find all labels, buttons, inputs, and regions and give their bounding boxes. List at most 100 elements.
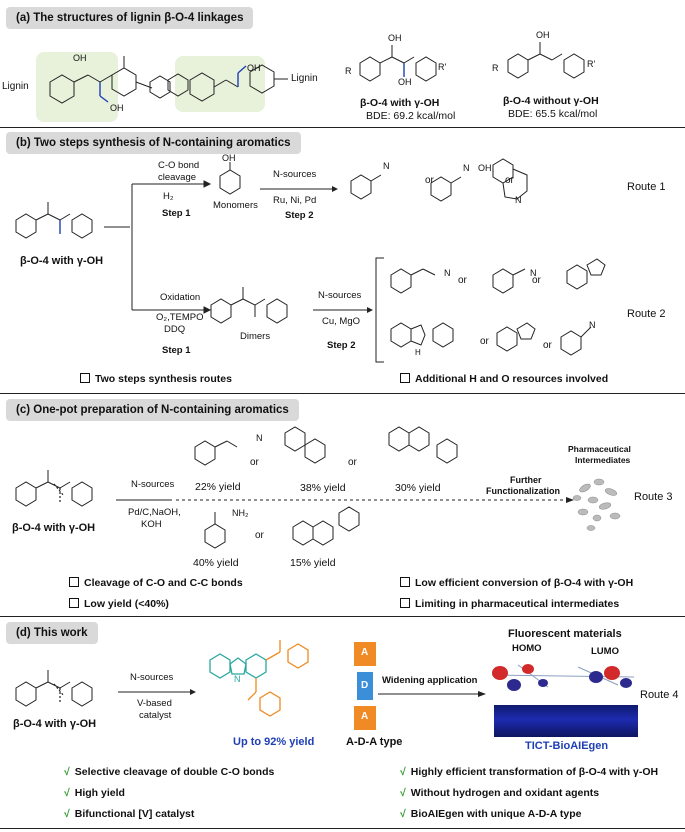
- section-d-check-4: √Highly efficient transformation of β-O-…: [400, 766, 659, 778]
- check-mark-icon: √: [64, 787, 70, 799]
- ada-donor-label: D: [361, 680, 369, 691]
- or-c-1: or: [250, 457, 259, 468]
- ada-acceptor-bottom: [354, 706, 376, 730]
- divider-a-b: [0, 127, 685, 128]
- beta-o4-with-oh-structure: [359, 45, 437, 82]
- section-d-catalyst-1: V-based: [137, 698, 172, 709]
- route3-label: Route 3: [634, 491, 673, 503]
- section-b-start-structure: [15, 202, 130, 239]
- yield-1: 22% yield: [195, 481, 241, 493]
- check-mark-icon: √: [400, 808, 406, 820]
- route2-bracket: [375, 257, 384, 363]
- fluorescent-title: Fluorescent materials: [508, 628, 622, 640]
- section-b-start-label: β-O-4 with γ-OH: [20, 255, 104, 267]
- divider-bottom: [0, 828, 685, 829]
- monomers-label: Monomers: [213, 200, 258, 211]
- section-c-note-3: Low efficient conversion of β-O-4 with γ…: [400, 577, 633, 589]
- upper-arrow-label-2: cleavage: [158, 172, 197, 183]
- section-c-condition-1: Pd/C,NaOH,: [128, 507, 181, 518]
- section-d-title: (d) This work: [6, 622, 98, 644]
- checkbox-icon: [400, 598, 410, 608]
- with-oh-rp: R': [438, 62, 447, 72]
- check-mark-icon: √: [64, 808, 70, 820]
- check-mark-icon: √: [400, 787, 406, 799]
- monomer-oh: OH: [222, 153, 236, 163]
- or-lower-4: or: [543, 340, 552, 351]
- section-d-start-label: β-O-4 with γ-OH: [13, 718, 97, 730]
- step2-upper-arrow: [260, 186, 338, 192]
- catalysts-lower: Cu, MgO: [322, 316, 361, 327]
- with-oh-top-oh: OH: [388, 33, 402, 43]
- checkbox-icon: [80, 373, 90, 383]
- divider-b-c: [0, 393, 685, 394]
- section-c-arrow: [116, 497, 574, 503]
- dimer-structure: [210, 287, 288, 324]
- route2-products: [390, 258, 606, 356]
- pharma-label-1: Pharmaceutical: [568, 444, 631, 454]
- yield-3: 30% yield: [395, 482, 441, 494]
- step1-lower: Step 1: [162, 345, 191, 356]
- route4-label: Route 4: [640, 689, 679, 701]
- oh-label-gamma-left: OH: [110, 103, 124, 113]
- oh-label-alpha: OH: [73, 53, 87, 63]
- or-c-3: or: [255, 530, 264, 541]
- section-d-catalyst-2: catalyst: [139, 710, 172, 721]
- monomer-structure: [219, 162, 241, 195]
- yield-5: 15% yield: [290, 557, 336, 569]
- step2-lower: Step 2: [327, 340, 356, 351]
- or-upper-1: or: [425, 175, 434, 186]
- ada-type-label: A-D-A type: [346, 736, 403, 748]
- step2-lower-arrow: [313, 307, 373, 313]
- or-c-2: or: [348, 457, 357, 468]
- nsources-upper: N-sources: [273, 169, 317, 180]
- route2-label: Route 2: [627, 308, 666, 320]
- upper-arrow-label-1: C-O bond: [158, 160, 200, 171]
- yield-4: 40% yield: [193, 557, 239, 569]
- oh-label-gamma-right: OH: [247, 63, 261, 73]
- check-mark-icon: √: [64, 766, 70, 778]
- section-b-title: (b) Two steps synthesis of N-containing …: [6, 132, 301, 154]
- lower-arrow-label: Oxidation: [160, 292, 201, 303]
- ada-donor: [357, 672, 373, 700]
- route1-products: [350, 158, 528, 202]
- homo-label: HOMO: [512, 643, 542, 654]
- tict-label: TICT-BioAIEgen: [525, 740, 609, 752]
- divider-c-d: [0, 616, 685, 617]
- route3-products: [194, 426, 458, 549]
- or-lower-1: or: [532, 275, 541, 286]
- section-c-start-label: β-O-4 with γ-OH: [12, 522, 96, 534]
- section-c-start-structure: [15, 470, 93, 507]
- ada-acceptor-top: [354, 642, 376, 666]
- without-oh-top-oh: OH: [536, 30, 550, 40]
- orbital-image: [491, 664, 635, 691]
- without-oh-r: R: [492, 63, 499, 73]
- pharma-label-2: Intermediates: [575, 455, 631, 465]
- carbazole-product-structure: [209, 640, 309, 717]
- fluorescence-photo: [494, 705, 638, 737]
- section-d-arrow: [118, 689, 196, 695]
- section-d-check-3: √Bifunctional [V] catalyst: [64, 808, 195, 820]
- lower-arrow-condition-2: DDQ: [164, 324, 186, 335]
- checkbox-icon: [69, 577, 79, 587]
- with-oh-bottom-oh: OH: [398, 77, 412, 87]
- dimers-label: Dimers: [240, 331, 271, 342]
- lignin-polymer-structure: [36, 52, 288, 122]
- section-c-note-2: Low yield (<40%): [69, 598, 169, 610]
- checkbox-icon: [400, 577, 410, 587]
- checkbox-icon: [400, 373, 410, 383]
- beta-o4-without-oh-structure: [507, 42, 585, 79]
- lignin-left-label: Lignin: [2, 81, 29, 92]
- further-label-1: Further: [510, 475, 542, 485]
- without-oh-rp: R': [587, 59, 596, 69]
- yield-2: 38% yield: [300, 482, 346, 494]
- without-oh-bde: BDE: 65.5 kcal/mol: [508, 108, 598, 120]
- section-c-title: (c) One-pot preparation of N-containing …: [6, 399, 299, 421]
- section-c-note-4: Limiting in pharmaceutical intermediates: [400, 598, 619, 610]
- route1-oh: OH: [478, 163, 492, 173]
- section-d-start-structure: [15, 670, 93, 707]
- upper-arrow-condition: H₂: [163, 191, 174, 202]
- widening-label: Widening application: [382, 675, 478, 686]
- route1-label: Route 1: [627, 181, 666, 193]
- section-d-nsources: N-sources: [130, 672, 174, 683]
- lumo-label: LUMO: [591, 646, 619, 657]
